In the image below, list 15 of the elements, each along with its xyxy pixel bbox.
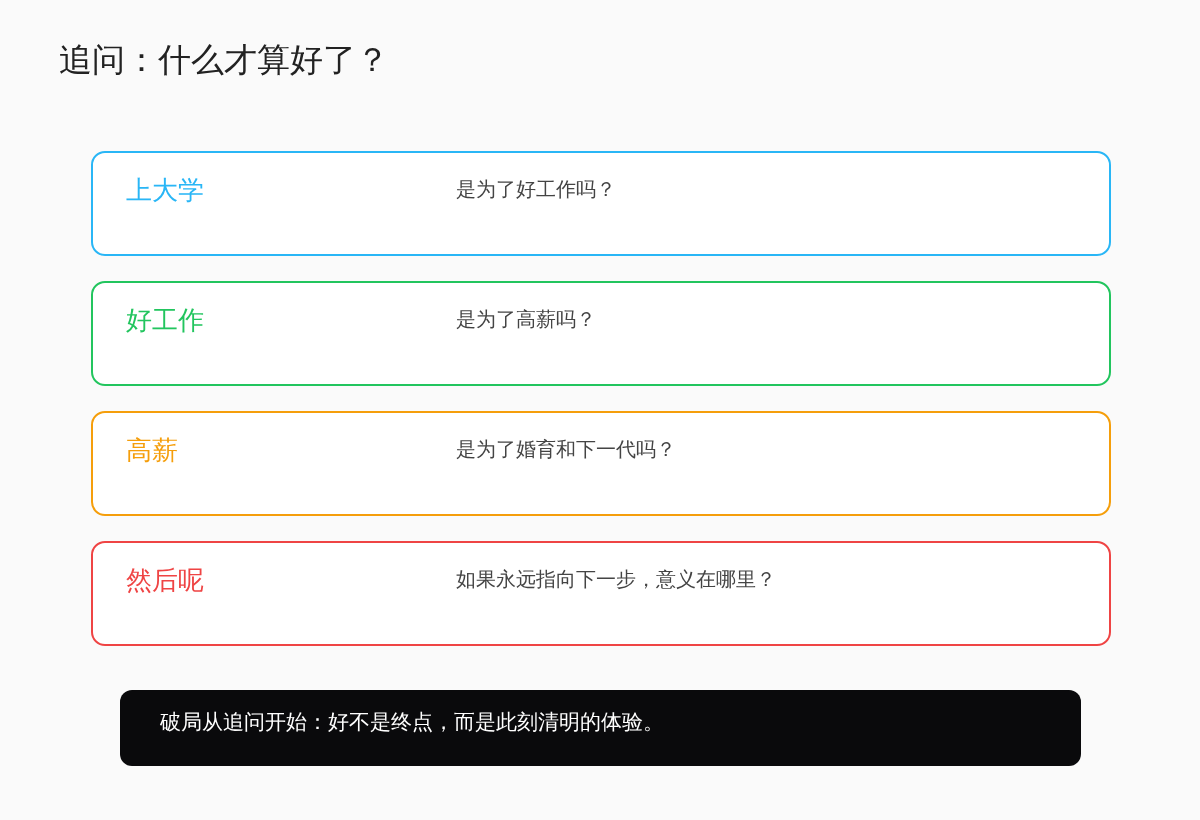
summary-banner [120,690,1081,766]
summary-text: 破局从追问开始：好不是终点，而是此刻清明的体验。 [160,709,664,736]
question-text: 是为了婚育和下一代吗？ [456,436,676,463]
step-card [91,411,1111,516]
card-heading: 高薪 [126,434,178,467]
question-text: 是为了好工作吗？ [456,176,616,203]
step-card [91,281,1111,386]
card-heading: 然后呢 [126,564,204,597]
step-card [91,541,1111,646]
step-card [91,151,1111,256]
question-text: 是为了高薪吗？ [456,306,596,333]
page-title: 追问：什么才算好了？ [59,39,389,81]
card-heading: 好工作 [126,304,204,337]
card-heading: 上大学 [126,174,204,207]
question-text: 如果永远指向下一步，意义在哪里？ [456,566,776,593]
